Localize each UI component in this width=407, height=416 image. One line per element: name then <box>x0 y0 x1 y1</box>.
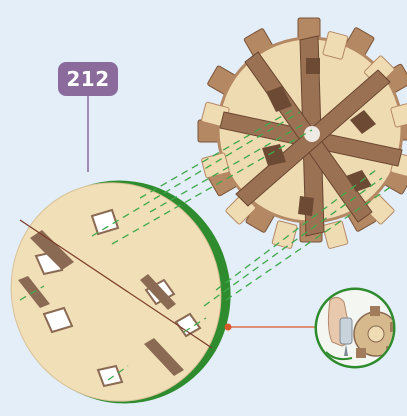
part-number-badge: 212 <box>58 62 118 96</box>
detail-callout <box>225 289 401 367</box>
glue-application-detail-icon <box>316 289 400 367</box>
part-number-label: 212 <box>66 67 109 91</box>
callout-anchor-dot <box>225 324 232 331</box>
wooden-gear-icon <box>198 18 407 249</box>
